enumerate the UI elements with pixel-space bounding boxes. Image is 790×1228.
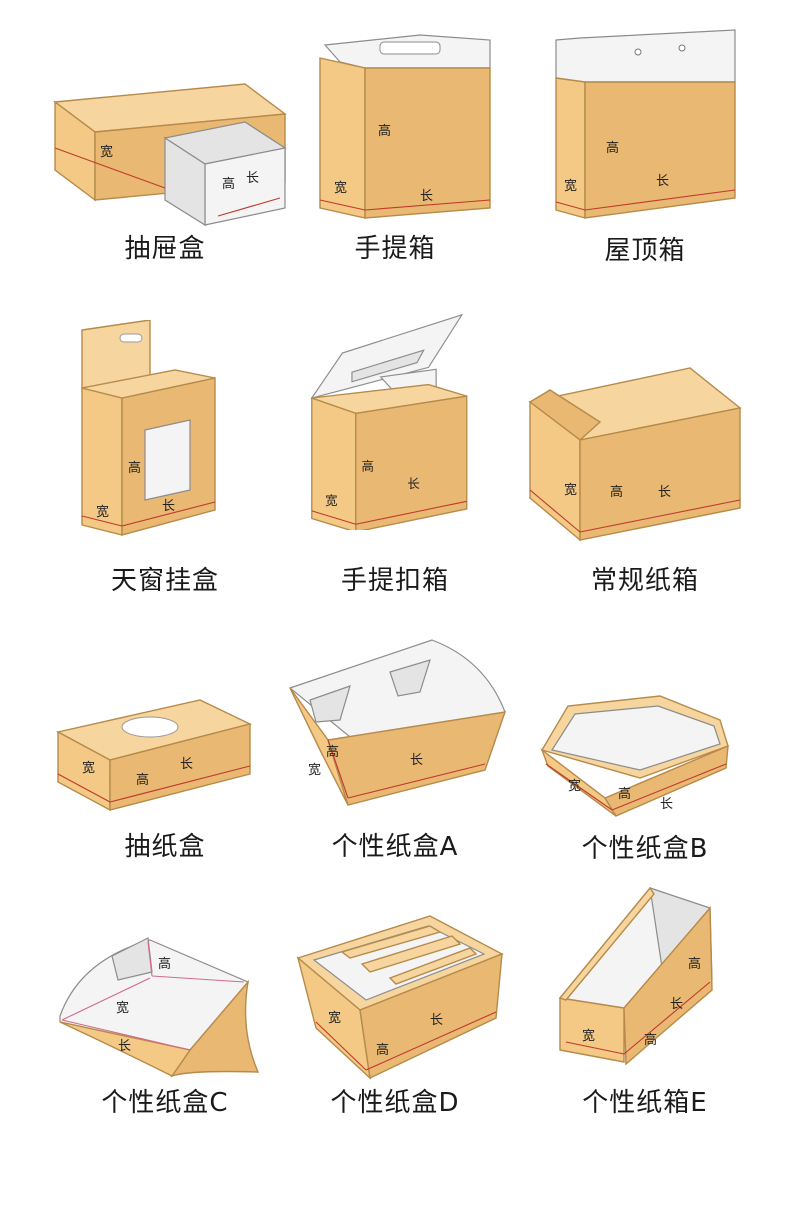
caption-custom-box-e: 个性纸箱E xyxy=(582,1088,708,1118)
length-label: 长 xyxy=(670,997,683,1012)
height-label: 高 xyxy=(158,956,171,972)
length-label: 长 xyxy=(410,753,423,768)
custom-box-a-illustration: 高 宽 长 xyxy=(270,630,520,850)
height-label-side: 高 xyxy=(688,956,701,972)
tissue-box-illustration: 宽 高 长 xyxy=(40,660,290,880)
height-label: 高 xyxy=(222,176,235,192)
width-label: 宽 xyxy=(582,1028,595,1044)
caption-drawer-box: 抽屉盒 xyxy=(124,234,206,264)
handle-buckle-box-illustration: 高 宽 长 xyxy=(270,310,520,530)
height-label: 高 xyxy=(362,459,374,474)
length-label: 长 xyxy=(658,485,671,500)
height-label: 高 xyxy=(644,1032,657,1048)
width-label: 宽 xyxy=(564,178,577,194)
custom-box-b-illustration: 宽 高 长 xyxy=(520,670,770,890)
custom-box-c-illustration: 高 宽 长 xyxy=(40,910,290,1130)
width-label: 宽 xyxy=(100,144,113,160)
width-label: 宽 xyxy=(96,504,109,520)
width-label: 宽 xyxy=(116,1000,129,1016)
custom-box-d-illustration: 宽 高 长 xyxy=(270,900,520,1120)
height-label: 高 xyxy=(136,772,149,788)
caption-tissue-box: 抽纸盒 xyxy=(124,832,206,862)
width-label: 宽 xyxy=(568,778,581,794)
length-label: 长 xyxy=(660,797,673,812)
window-hanging-box-illustration: 高 宽 长 xyxy=(40,320,290,540)
width-label: 宽 xyxy=(82,760,95,776)
caption-window-hanging-box: 天窗挂盒 xyxy=(110,566,219,596)
height-label: 高 xyxy=(376,1042,389,1058)
caption-custom-box-a: 个性纸盒A xyxy=(331,832,459,862)
width-label: 宽 xyxy=(564,482,577,498)
drawer-box-illustration: 宽 高 长 xyxy=(40,20,290,240)
length-label: 长 xyxy=(407,476,419,491)
length-label: 长 xyxy=(246,171,259,186)
length-label: 长 xyxy=(430,1013,443,1028)
height-label: 高 xyxy=(610,484,623,500)
height-label: 高 xyxy=(378,123,391,139)
caption-custom-box-d: 个性纸盒D xyxy=(330,1088,460,1118)
caption-regular-carton: 常规纸箱 xyxy=(590,566,699,596)
handle-case-illustration: 高 宽 长 xyxy=(270,20,520,240)
width-label: 宽 xyxy=(325,493,337,508)
length-label: 长 xyxy=(162,499,175,514)
caption-handle-buckle-box: 手提扣箱 xyxy=(340,566,449,596)
height-label: 高 xyxy=(326,744,339,760)
width-label: 宽 xyxy=(308,762,321,778)
caption-roof-box: 屋顶箱 xyxy=(604,236,686,266)
width-label: 宽 xyxy=(334,180,347,196)
length-label: 长 xyxy=(118,1039,131,1054)
width-label: 宽 xyxy=(328,1010,341,1026)
regular-carton-illustration: 宽 高 长 xyxy=(520,350,770,570)
height-label: 高 xyxy=(618,786,631,802)
height-label: 高 xyxy=(606,140,619,156)
custom-box-e-illustration: 宽 高 高 长 xyxy=(520,880,770,1100)
roof-box-illustration: 高 宽 长 xyxy=(520,20,770,240)
length-label: 长 xyxy=(656,174,669,189)
length-label: 长 xyxy=(180,757,193,772)
length-label: 长 xyxy=(420,189,433,204)
caption-custom-box-c: 个性纸盒C xyxy=(101,1088,229,1118)
height-label: 高 xyxy=(128,460,141,476)
caption-custom-box-b: 个性纸盒B xyxy=(581,834,709,864)
caption-handle-case: 手提箱 xyxy=(354,234,436,264)
